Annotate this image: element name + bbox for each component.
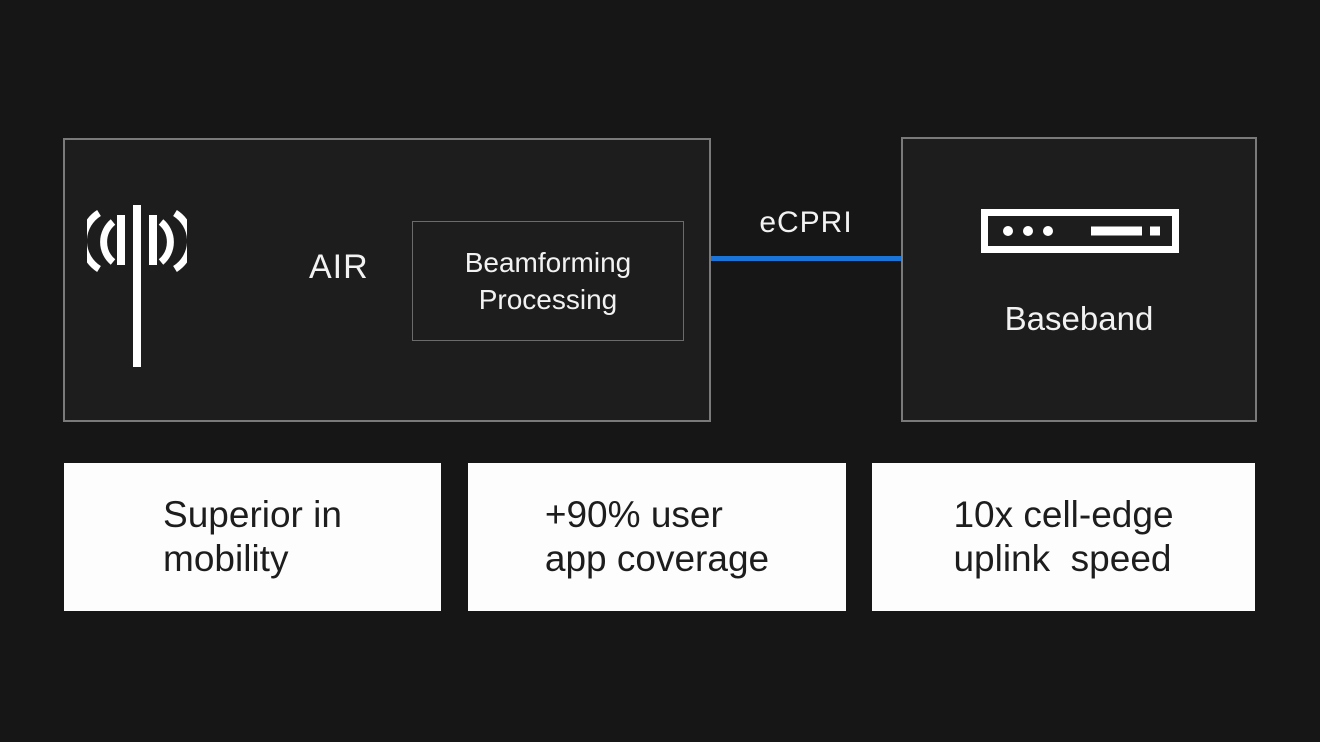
ecpri-connector-line (711, 256, 901, 261)
cell-tower-antenna-icon (87, 205, 187, 367)
baseband-unit-icon (981, 209, 1179, 253)
beamforming-line-1: Beamforming (464, 247, 632, 278)
beamforming-processing-box: Beamforming Processing (412, 221, 684, 341)
card-1-line-1: Superior in (163, 494, 342, 535)
benefit-card-uplink: 10x cell-edge uplink speed (872, 463, 1255, 611)
air-label: AIR (309, 248, 369, 286)
card-2-line-1: +90% user (544, 494, 723, 535)
benefit-card-mobility: Superior in mobility (64, 463, 441, 611)
card-3-line-1: 10x cell-edge (953, 494, 1174, 535)
beamforming-line-2: Processing (478, 284, 618, 315)
baseband-label: Baseband (1004, 300, 1154, 337)
card-2-line-2: app coverage (544, 538, 770, 579)
ecpri-label: eCPRI (759, 206, 853, 239)
card-3-line-2: uplink speed (953, 538, 1172, 579)
benefit-card-coverage: +90% user app coverage (468, 463, 846, 611)
baseband-box: Baseband (901, 137, 1257, 422)
air-box: AIR Beamforming Processing (63, 138, 711, 422)
card-1-line-2: mobility (163, 538, 289, 579)
